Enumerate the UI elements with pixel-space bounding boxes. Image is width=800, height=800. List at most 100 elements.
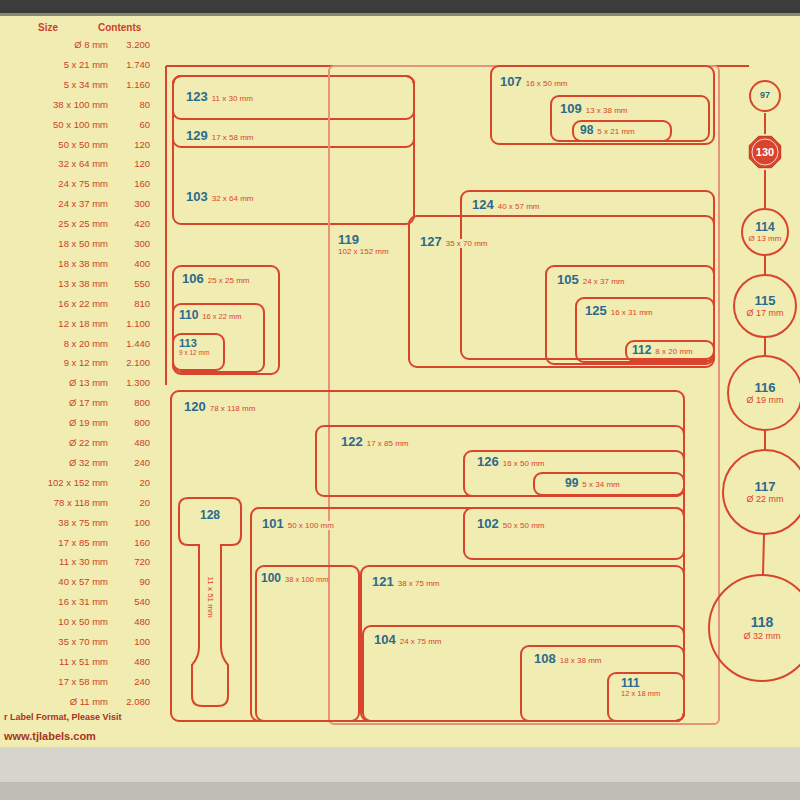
- size-cell: Ø 19 mm: [69, 418, 108, 428]
- circle-outline: [709, 575, 800, 681]
- circle-outline: [734, 275, 796, 337]
- label-number: 101: [262, 517, 284, 531]
- circle-link: [763, 535, 764, 574]
- size-cell: 25 x 25 mm: [58, 219, 108, 229]
- label-outline: 12138 x 75 mm10424 x 75 mm10818 x 38 mm1…: [360, 565, 685, 722]
- footer-note: www.tjlabels.com: [4, 730, 96, 742]
- label-number: 99: [565, 477, 578, 490]
- label-size: 32 x 64 mm: [212, 194, 254, 203]
- label-text-group: 110 16 x 22 mm: [179, 309, 242, 322]
- circle-outline: [750, 81, 780, 111]
- label-outline: 99 5 x 34 mm: [533, 472, 685, 496]
- size-cell: 18 x 50 mm: [58, 239, 108, 249]
- label-outline: 10625 x 25 mm11016 x 22 mm1139 x 12 mm: [172, 265, 280, 375]
- contents-cell: 1.160: [126, 80, 150, 90]
- contents-cell: 60: [139, 120, 150, 130]
- label-size: 24 x 75 mm: [400, 637, 442, 646]
- label-number: 111: [621, 677, 640, 690]
- label-text-group: 123 11 x 30 mm: [186, 90, 253, 104]
- contents-cell: 800: [134, 398, 150, 408]
- contents-cell: 1.440: [126, 339, 150, 349]
- tag-outline: [179, 498, 241, 706]
- label-number: 119: [338, 233, 359, 247]
- label-number: 102: [477, 517, 499, 531]
- label-text-group: 129 17 x 58 mm: [186, 129, 254, 143]
- label-text-group: 10150 x 100 mm: [262, 517, 334, 531]
- label-size: 16 x 22 mm: [202, 313, 241, 322]
- size-cell: Ø 17 mm: [69, 398, 108, 408]
- label-outline: 10913 x 38 mm985 x 21 mm: [550, 95, 710, 142]
- size-cell: 35 x 70 mm: [58, 637, 108, 647]
- photo-edge: [0, 0, 800, 13]
- size-cell: 18 x 38 mm: [58, 259, 108, 269]
- label-size: 11 x 30 mm: [212, 94, 253, 103]
- label-size: 5 x 34 mm: [582, 480, 619, 489]
- label-number: 129: [186, 129, 208, 143]
- label-size: 17 x 58 mm: [212, 133, 254, 142]
- label-size: 16 x 50 mm: [503, 459, 545, 468]
- size-cell: 38 x 75 mm: [58, 518, 108, 528]
- label-outline: 12078 x 118 mm12217 x 85 mm12616 x 50 mm…: [170, 390, 685, 722]
- contents-cell: 160: [134, 179, 150, 189]
- label-size: 25 x 25 mm: [208, 276, 250, 285]
- circle-outline: [728, 356, 800, 430]
- label-number: 112: [632, 344, 651, 357]
- label-size: Ø 13 mm: [749, 234, 782, 243]
- arrow-label: 130: [747, 134, 783, 170]
- label-size: Ø 17 mm: [746, 308, 783, 318]
- contents-cell: 480: [134, 657, 150, 667]
- circle-link: [764, 170, 766, 208]
- label-number: 124: [472, 198, 494, 212]
- label-size: 38 x 100 mm: [285, 576, 328, 585]
- label-number: 130: [756, 146, 774, 158]
- contents-cell: 2.100: [126, 358, 150, 368]
- label-number: 107: [500, 75, 522, 89]
- label-number: 122: [341, 435, 363, 449]
- contents-cell: 1.100: [126, 319, 150, 329]
- label-text-group: 12440 x 57 mm: [472, 198, 540, 212]
- contents-cell: 1.300: [126, 378, 150, 388]
- round-label: 97: [749, 80, 781, 112]
- label-size: 18 x 38 mm: [560, 656, 602, 665]
- label-outline: 108 18 x 38 mm 11112 x 18 mm: [520, 645, 685, 722]
- label-text-group: 11112 x 18 mm: [621, 677, 660, 699]
- label-outline: 11112 x 18 mm: [607, 672, 685, 722]
- contents-cell: 300: [134, 199, 150, 209]
- label-number: 118: [751, 615, 774, 630]
- label-text-group: 12735 x 70 mm: [420, 235, 488, 249]
- contents-cell: 420: [134, 219, 150, 229]
- label-text-group: 116Ø 19 mm: [727, 355, 800, 431]
- label-number: 116: [755, 381, 776, 395]
- label-size: 24 x 37 mm: [583, 277, 625, 286]
- label-size: 17 x 85 mm: [367, 439, 409, 448]
- label-number: 123: [186, 90, 208, 104]
- label-number: 110: [179, 309, 198, 322]
- size-cell: 24 x 75 mm: [58, 179, 108, 189]
- contents-cell: 20: [139, 498, 150, 508]
- label-text-group: 117Ø 22 mm: [722, 449, 800, 535]
- size-cell: Ø 13 mm: [69, 378, 108, 388]
- label-outline: 10250 x 50 mm: [463, 507, 685, 560]
- label-number: 108: [534, 652, 556, 666]
- label-text-group: 10424 x 75 mm: [374, 633, 442, 647]
- contents-cell: 120: [134, 159, 150, 169]
- contents-cell: 2.080: [126, 697, 150, 707]
- label-number: 120: [184, 400, 206, 414]
- size-cell: 50 x 100 mm: [53, 120, 108, 130]
- label-outline: 1128 x 20 mm: [625, 340, 715, 362]
- label-number: 115: [755, 294, 776, 308]
- round-label: 116Ø 19 mm: [727, 355, 800, 431]
- size-cell: 5 x 34 mm: [64, 80, 108, 90]
- label-number: 98: [580, 124, 593, 137]
- label-text-group: 10625 x 25 mm: [182, 272, 250, 286]
- contents-cell: 160: [134, 538, 150, 548]
- label-outline: 10524 x 37 mm12516 x 31 mm1128 x 20 mm: [545, 265, 715, 365]
- label-text-group: 12078 x 118 mm: [184, 400, 255, 414]
- label-number: 117: [755, 480, 776, 494]
- size-cell: 32 x 64 mm: [58, 159, 108, 169]
- label-number: 113: [179, 337, 197, 349]
- circle-link: [764, 338, 766, 355]
- contents-cell: 120: [134, 140, 150, 150]
- contents-cell: 90: [139, 577, 150, 587]
- size-cell: Ø 8 mm: [74, 40, 108, 50]
